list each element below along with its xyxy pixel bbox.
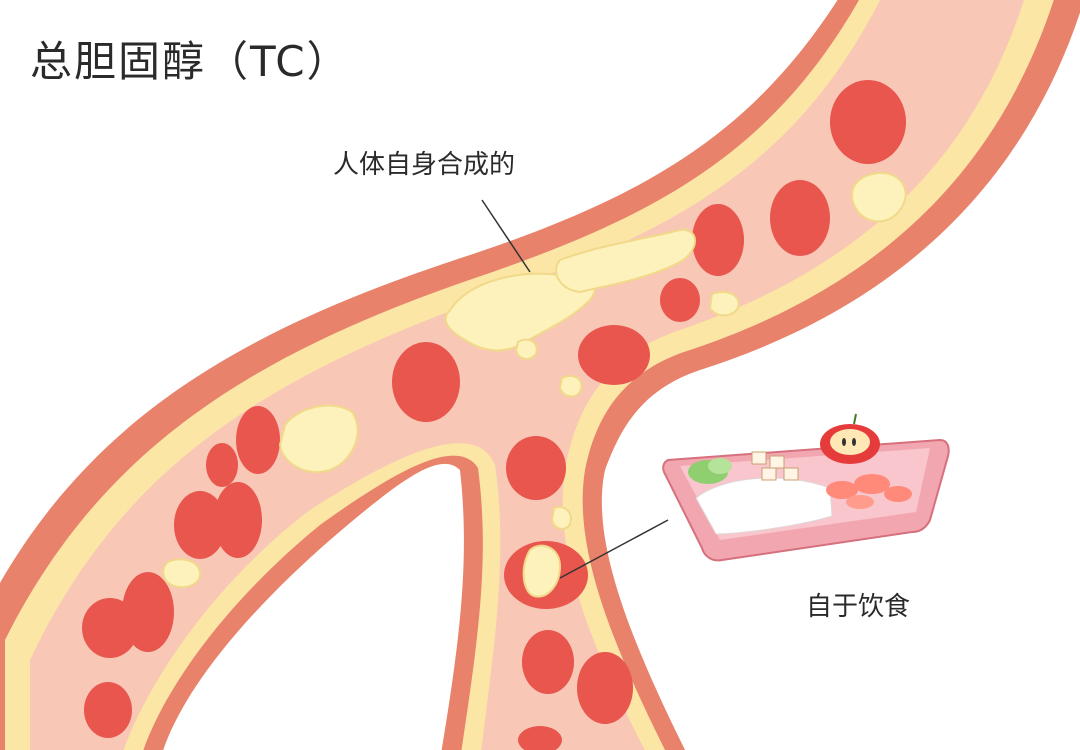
red-cell <box>122 572 174 652</box>
red-cell <box>174 491 226 559</box>
page-title: 总胆固醇（TC） <box>30 37 351 86</box>
red-cell <box>506 436 566 500</box>
label-synthesized: 人体自身合成的 <box>333 150 516 180</box>
plaque <box>555 228 696 294</box>
plaque <box>278 404 359 474</box>
red-cell <box>692 204 744 276</box>
red-cell <box>236 406 280 474</box>
red-cell <box>577 652 633 724</box>
apple-icon <box>820 413 880 464</box>
tofu-icon <box>751 451 799 481</box>
plaque <box>708 290 740 317</box>
red-cell <box>830 80 906 164</box>
shrimp-icon <box>826 474 912 509</box>
red-cell <box>578 325 650 385</box>
pointer-line-synthesized <box>481 199 531 273</box>
red-cell <box>84 682 132 738</box>
plaque <box>522 544 562 598</box>
red-cell <box>518 726 562 750</box>
vegetable-icon <box>688 458 732 484</box>
plaque <box>444 269 597 352</box>
plaque <box>514 338 538 360</box>
cholesterol-plaques <box>162 171 907 598</box>
label-diet: 自于饮食 <box>806 592 911 622</box>
plaque <box>558 374 583 398</box>
red-cell <box>522 630 574 694</box>
food-tray-icon <box>662 413 950 562</box>
plaque <box>162 558 202 589</box>
red-cell <box>660 278 700 322</box>
red-cell <box>206 443 238 487</box>
plaque <box>851 171 907 223</box>
red-cell <box>770 180 830 256</box>
red-cell <box>214 482 262 558</box>
red-cell <box>392 342 460 422</box>
red-blood-cells <box>82 80 906 750</box>
pointer-line-diet <box>559 519 669 579</box>
vessel-lumen <box>30 0 1024 750</box>
plaque <box>550 506 572 530</box>
